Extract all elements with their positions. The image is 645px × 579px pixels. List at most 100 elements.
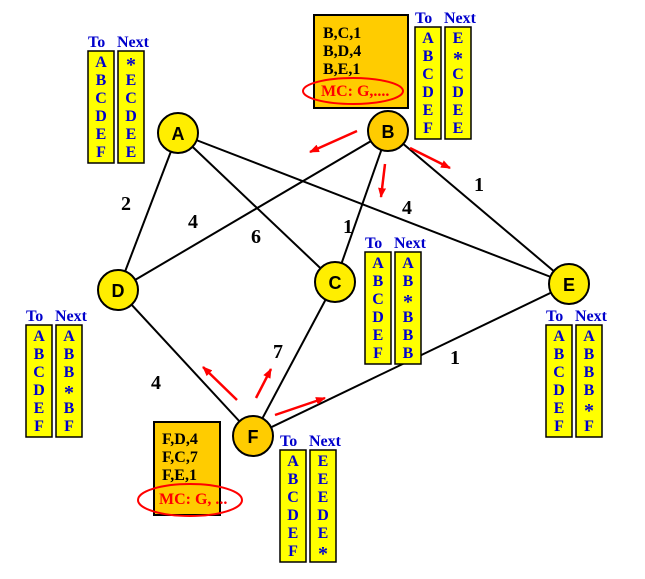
table-dest-cell: B [34,346,45,363]
table-next-hop-cell: B [584,382,595,399]
table-next-hop-cell: B [64,400,75,417]
table-dest-cell: E [373,327,384,344]
table-next-hop-cell: B [584,346,595,363]
weight-b-e: 1 [474,174,484,196]
table-next-hop-cell: E [318,525,329,542]
node-d-label: D [112,281,125,301]
edge-b-d [117,130,389,291]
lsp-b-line-1: B,C,1 [323,25,361,42]
edge-weights: 2 6 4 4 1 1 4 7 1 [121,174,484,394]
arrow-b-to-c [378,163,387,198]
table-header-to: To [88,34,105,51]
table-dest-cell: C [553,364,565,381]
table-next-hop-cell: * [403,291,413,313]
table-header-to: To [415,10,432,27]
mc-ellipse-f [137,483,243,517]
weight-c-f: 7 [273,341,283,363]
edge-a-e [177,132,570,285]
table-dest-column [414,26,442,140]
lsp-b-line-2: B,D,4 [323,43,361,60]
table-header-to: To [546,308,563,325]
table-dest-column [364,251,392,365]
table-dest-cell: E [423,102,434,119]
node-b: B [367,110,409,152]
node-b-label: B [382,122,395,142]
lsp-f-multicast: MC: G, ... [159,491,227,508]
node-a-label: A [172,124,185,144]
table-dest-column [25,324,53,438]
edge-b-c [334,130,389,283]
table-next-hop-cell: F [584,418,594,435]
table-next-hop-cell: F [64,418,74,435]
table-next-hop-cell: E [126,72,137,89]
table-dest-cell: F [96,144,106,161]
table-dest-cell: A [33,328,45,345]
table-next-hop-cell: B [64,364,75,381]
table-next-hop-cell: B [403,327,414,344]
table-dest-cell: F [554,418,564,435]
table-next-hop-cell: * [453,48,463,70]
table-next-column [309,449,337,563]
table-dest-cell: D [287,507,299,524]
table-next-hop-cell: E [318,471,329,488]
table-next-hop-cell: C [452,66,464,83]
node-e: E [548,263,590,305]
table-next-hop-cell: E [318,453,329,470]
weight-b-c: 1 [343,216,353,238]
lsp-f-line-1: F,D,4 [162,431,198,448]
table-next-hop-cell: B [403,309,414,326]
table-dest-cell: A [287,453,299,470]
table-next-column [117,50,145,164]
table-dest-cell: A [95,54,107,71]
table-next-column [55,324,83,438]
mc-ellipse-b [302,77,404,105]
table-dest-cell: C [287,489,299,506]
table-next-hop-cell: E [126,144,137,161]
table-dest-cell: C [95,90,107,107]
table-next-hop-cell: * [318,543,328,565]
table-dest-cell: D [372,309,384,326]
edge-d-f [117,289,254,437]
weight-a-d: 2 [121,193,131,215]
table-next-hop-cell: E [318,489,329,506]
weight-d-f: 4 [151,372,161,394]
table-header-to: To [280,433,297,450]
table-dest-cell: B [373,273,384,290]
table-next-hop-cell: * [64,382,74,404]
table-next-hop-cell: E [453,120,464,137]
table-next-hop-cell: E [453,30,464,47]
arrow-f-to-c [254,368,273,399]
table-dest-cell: E [96,126,107,143]
table-dest-cell: D [33,382,45,399]
node-c: C [314,261,356,303]
table-header-next: Next [55,308,88,325]
link-state-packet-f: F,D,4 F,C,7 F,E,1 MC: G, ... [137,421,243,517]
table-header-to: To [26,308,43,325]
table-header-next: Next [575,308,608,325]
table-next-hop-cell: * [126,54,136,76]
table-dest-column [279,449,307,563]
arrow-b-to-e [409,146,451,170]
weight-f-e: 1 [450,347,460,369]
table-dest-cell: B [554,346,565,363]
table-dest-column [545,324,573,438]
node-f-label: F [248,427,259,447]
table-dest-cell: C [372,291,384,308]
table-dest-cell: E [288,525,299,542]
table-dest-cell: F [423,120,433,137]
table-dest-cell: D [95,108,107,125]
node-f: F [232,415,274,457]
table-next-hop-cell: B [403,273,414,290]
arrow-f-to-e [274,396,326,417]
table-dest-cell: B [96,72,107,89]
lsp-b-line-3: B,E,1 [323,61,360,78]
lsp-f-line-2: F,C,7 [162,449,198,466]
node-a: A [157,112,199,154]
